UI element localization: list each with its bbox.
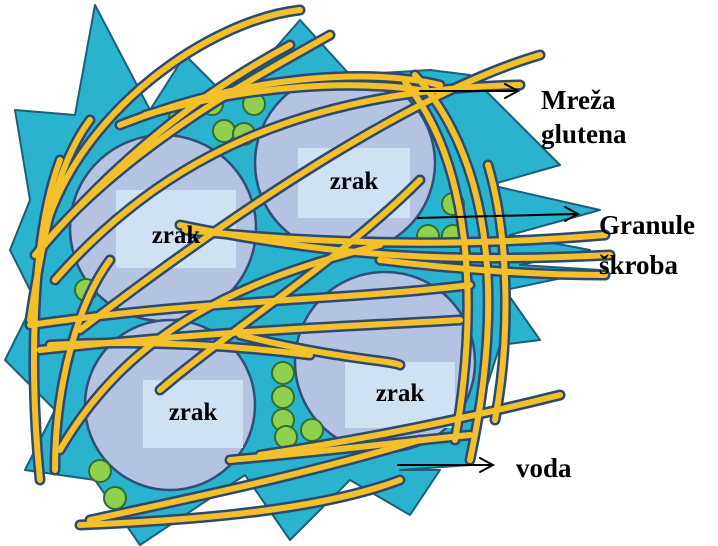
water-label: voda	[516, 453, 572, 483]
air-bubble-label: zrak	[152, 222, 201, 249]
starch-granule	[272, 362, 294, 384]
air-bubble-label: zrak	[169, 399, 218, 426]
starch-granule	[301, 419, 323, 441]
air-bubble-label: zrak	[330, 168, 379, 195]
starch-granule	[213, 120, 235, 142]
callout-labels: Mreža glutena Granule škroba voda	[516, 85, 695, 483]
starch-granules-label-line2: škroba	[599, 250, 679, 280]
starch-granule	[104, 487, 126, 509]
gluten-network-label-line1: Mreža	[541, 85, 616, 115]
starch-granule	[272, 386, 294, 408]
gluten-network-label-line2: glutena	[541, 119, 627, 149]
starch-granule	[89, 460, 111, 482]
air-bubble-label: zrak	[376, 380, 425, 407]
starch-granules-label-line1: Granule	[599, 210, 695, 240]
